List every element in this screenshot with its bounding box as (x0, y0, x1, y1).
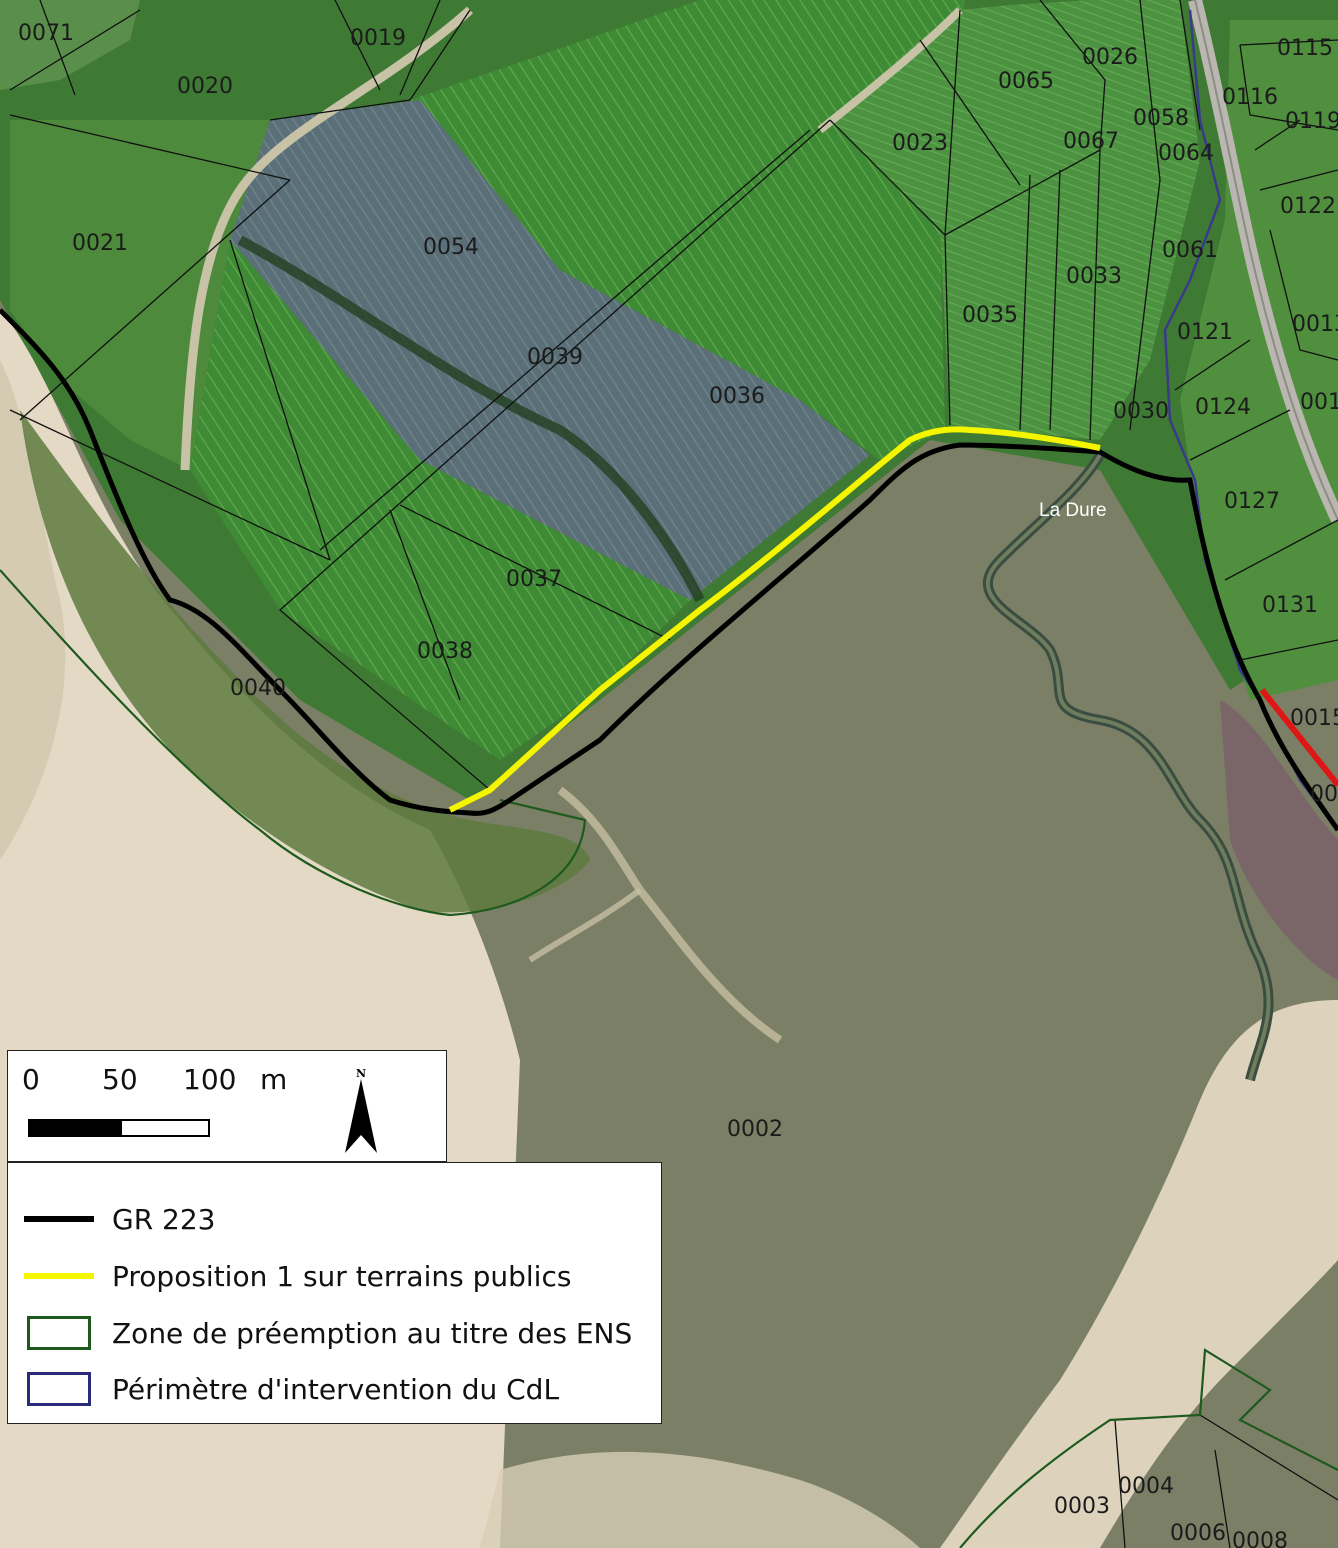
parcel-label: 0064 (1158, 141, 1214, 166)
road-centerline (1194, 0, 1338, 521)
parcel-label: 0003 (1054, 1494, 1110, 1519)
parcel-label: 0020 (177, 74, 233, 99)
parcel-label: 0058 (1133, 106, 1189, 131)
field-0054 (230, 100, 870, 600)
parcel-boundaries (9, 0, 1338, 1548)
sand-bar (480, 1451, 920, 1548)
parcel-label: 0124 (1195, 395, 1251, 420)
parcel-label: 0131 (1262, 593, 1318, 618)
parcel-label: 001 (1310, 782, 1338, 807)
hedge (237, 235, 705, 603)
parcel-label: 0006 (1170, 1521, 1226, 1546)
legend-label: GR 223 (112, 1202, 216, 1236)
parcel-label: 0067 (1063, 129, 1119, 154)
cdl-swatch (27, 1372, 91, 1406)
place-name-la-dure: La Dure (1039, 500, 1107, 521)
red-segment (1259, 688, 1338, 787)
field-0036 (410, 0, 965, 460)
parcel-label: 0039 (527, 345, 583, 370)
estuary-sand (940, 1000, 1338, 1548)
farm-track-2 (817, 7, 963, 134)
parcel-label: 0122 (1280, 194, 1336, 219)
legend-label: Zone de préemption au titre des ENS (112, 1316, 633, 1350)
legend-label: Proposition 1 sur terrains publics (112, 1259, 572, 1293)
scale-label-100: 100 (183, 1063, 237, 1096)
parcel-label: 0054 (423, 235, 479, 260)
sandy-channel (557, 786, 783, 1044)
parcel-label: 0121 (1177, 320, 1233, 345)
parcel-labels: 0071 0019 0020 0026 0115 0065 0058 0116 … (18, 21, 1338, 1548)
dune-vegetation (20, 410, 590, 913)
legend-item-proposition: Proposition 1 sur terrains publics (24, 1256, 571, 1296)
north-arrow-icon (345, 1079, 377, 1153)
ens-zone-swatch (27, 1316, 91, 1350)
scale-bar-filled (30, 1121, 122, 1135)
scalebar-panel: 0 50 100 m N (7, 1050, 447, 1162)
legend-item-gr223: GR 223 (24, 1199, 216, 1239)
north-arrow: N (341, 1067, 381, 1155)
scale-label-0: 0 (22, 1063, 40, 1096)
parcel-label: 0013 (1292, 312, 1338, 337)
parcel-label: 0065 (998, 69, 1054, 94)
parcel-label: 0037 (506, 567, 562, 592)
parcel-label: 0033 (1066, 264, 1122, 289)
parcel-label: 0026 (1082, 45, 1138, 70)
ens-zone-boundary (0, 569, 1338, 1548)
sandy-channel-2 (528, 887, 642, 963)
legend-panel: GR 223 Proposition 1 sur terrains public… (7, 1162, 662, 1424)
parcel-label: 0040 (230, 676, 286, 701)
parcel-label: 0071 (18, 21, 74, 46)
gr223-swatch (24, 1216, 94, 1222)
parcel-label: 0035 (962, 303, 1018, 328)
proposition-swatch (24, 1273, 94, 1279)
parcel-label: 0019 (350, 26, 406, 51)
parcel-label: 0036 (709, 384, 765, 409)
proposition-1-route (448, 426, 1101, 813)
parcel-label: 0030 (1113, 399, 1169, 424)
marsh-patch (1220, 700, 1338, 980)
parcel-label: 0061 (1162, 238, 1218, 263)
parcel-label: 0127 (1224, 489, 1280, 514)
parcel-label: 0021 (72, 231, 128, 256)
parcel-label: 0004 (1118, 1474, 1174, 1499)
parcel-label: 0116 (1222, 85, 1278, 110)
field-0021 (10, 120, 270, 470)
legend-label: Périmètre d'intervention du CdL (112, 1372, 560, 1406)
scale-label-unit: m (260, 1063, 288, 1096)
parcel-label: 0015 (1290, 706, 1338, 731)
parcel-label: 0008 (1232, 1529, 1288, 1548)
gr223-trail (0, 308, 1338, 832)
parcel-label: 0002 (727, 1117, 783, 1142)
field-0071 (0, 0, 140, 90)
creek-bank (985, 454, 1271, 1081)
field-east (1180, 20, 1338, 700)
scale-label-50: 50 (102, 1063, 138, 1096)
parcel-label: 0038 (417, 639, 473, 664)
legend-item-ens-zone: Zone de préemption au titre des ENS (24, 1313, 632, 1353)
field-0033 (830, 0, 1200, 440)
parcel-label: 0115 (1277, 36, 1333, 61)
scale-bar (28, 1119, 210, 1137)
legend-item-cdl: Périmètre d'intervention du CdL (24, 1369, 559, 1409)
farm-track (180, 6, 473, 471)
field-0037 (190, 240, 690, 760)
parcel-label: 0023 (892, 131, 948, 156)
wet-sand (0, 360, 66, 860)
north-letter: N (355, 1067, 367, 1080)
parcel-label: 0119 (1285, 109, 1338, 134)
